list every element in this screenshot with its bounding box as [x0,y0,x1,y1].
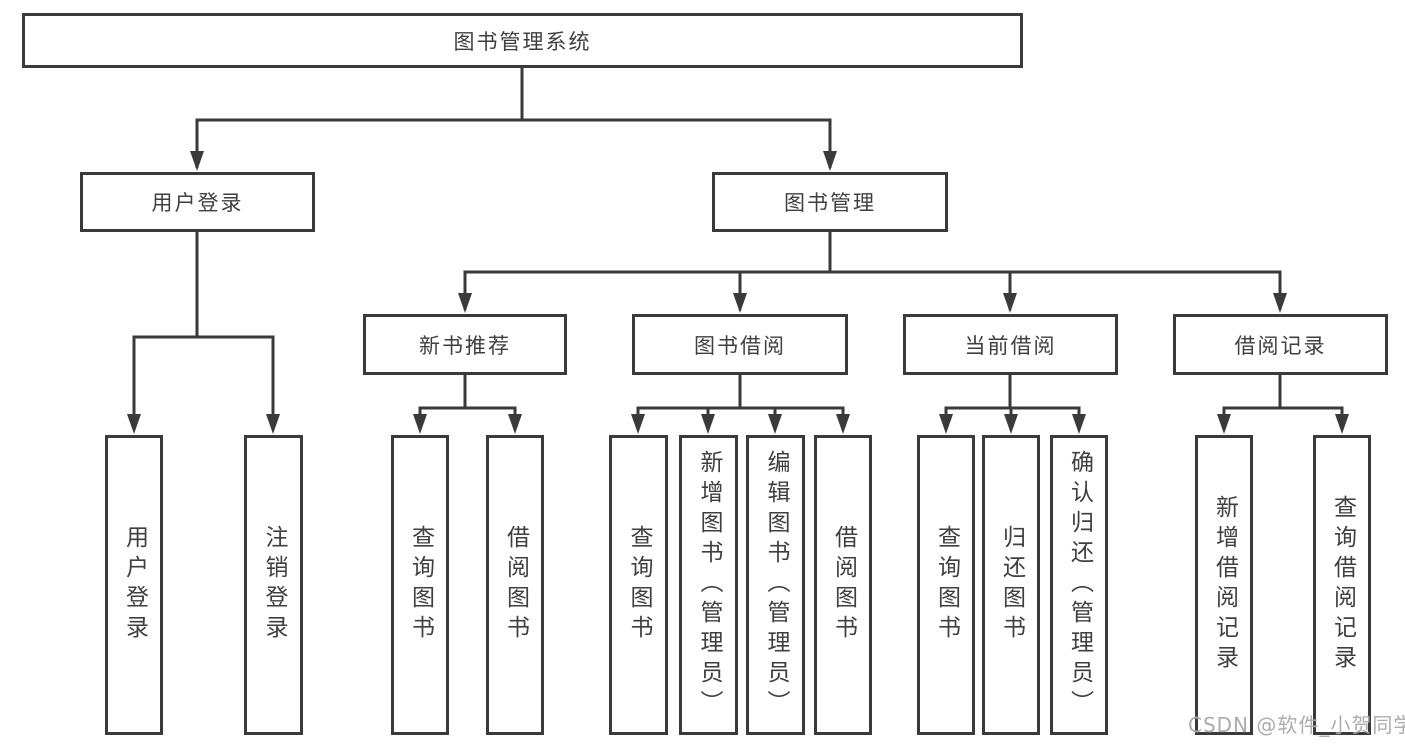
node-leaf-borrow-books: 借阅图书 [486,435,544,735]
arrow-down-icon [458,293,472,313]
node-label: 注销登录 [261,525,287,645]
arrow-down-icon [768,414,782,434]
node-leaf-user-login: 用户登录 [105,435,163,735]
node-label: 当前借阅 [964,333,1057,358]
arrowheads [127,151,1349,434]
node-new-book-recommend: 新书推荐 [363,314,567,375]
node-leaf-borrow-books: 借阅图书 [814,435,872,735]
node-label: 查询图书 [407,525,434,645]
arrow-down-icon [1335,414,1349,434]
connector-book-management-to-level3 [463,232,1282,310]
node-leaf-add-books-admin: 新增图书（管理员） [679,435,738,735]
node-user-login: 用户登录 [80,172,315,232]
node-book-borrowing: 图书借阅 [632,314,848,375]
node-book-management-system: 图书管理系统 [22,13,1023,68]
connector-user-login-to-leaves [132,232,275,430]
arrow-down-icon [701,414,715,434]
arrow-down-icon [413,414,427,434]
node-label: 用户登录 [121,525,148,645]
node-leaf-query-books: 查询图书 [391,435,449,735]
connector-root-to-level2 [195,68,832,168]
node-leaf-return-books: 归还图书 [982,435,1040,735]
node-label: 归还图书 [998,525,1025,645]
arrow-down-icon [1004,414,1018,434]
connector-book-borrowing-to-leaves [636,375,845,430]
node-label: 借阅图书 [830,525,857,645]
arrow-down-icon [733,293,747,313]
node-book-management: 图书管理 [712,172,948,232]
node-label: 编辑图书（管理员） [763,450,789,720]
watermark: CSDN @软件_小贺同学 [1188,713,1405,737]
node-label: 借阅记录 [1234,333,1327,358]
arrow-down-icon [836,414,850,434]
node-label: 图书借阅 [694,333,786,358]
arrow-down-icon [508,414,522,434]
node-leaf-query-books: 查询图书 [609,435,668,735]
node-borrowing-records: 借阅记录 [1173,314,1388,375]
arrow-down-icon [1217,414,1231,434]
node-leaf-confirm-return-admin: 确认归还（管理员） [1050,435,1108,735]
node-label: 新书推荐 [419,333,511,358]
arrow-down-icon [1273,293,1287,313]
arrow-down-icon [1072,414,1086,434]
node-label: 新增图书（管理员） [696,450,722,720]
node-current-borrowing: 当前借阅 [903,314,1118,375]
node-leaf-query-borrow-record: 查询借阅记录 [1313,435,1371,735]
node-label: 新增借阅记录 [1211,495,1238,675]
arrow-down-icon [631,414,645,434]
node-label: 图书管理 [784,191,876,215]
node-label: 借阅图书 [502,525,529,645]
node-leaf-logout: 注销登录 [244,435,303,735]
node-leaf-edit-books-admin: 编辑图书（管理员） [746,435,805,735]
arrow-down-icon [823,151,837,171]
arrow-down-icon [266,414,280,434]
node-label: 查询借阅记录 [1329,495,1356,675]
connector-borrowing-records-to-leaves [1222,375,1344,430]
node-leaf-query-books: 查询图书 [917,435,975,735]
arrow-down-icon [190,151,204,171]
node-leaf-add-borrow-record: 新增借阅记录 [1195,435,1253,735]
node-label: 确认归还（管理员） [1066,450,1093,720]
connector-new-book-recommend-to-leaves [418,375,517,430]
node-label: 查询图书 [626,525,652,645]
node-label: 用户登录 [151,191,244,215]
arrow-down-icon [127,414,141,434]
node-label: 查询图书 [933,525,960,645]
node-label: 图书管理系统 [453,29,592,54]
arrow-down-icon [939,414,953,434]
arrow-down-icon [1003,293,1017,313]
